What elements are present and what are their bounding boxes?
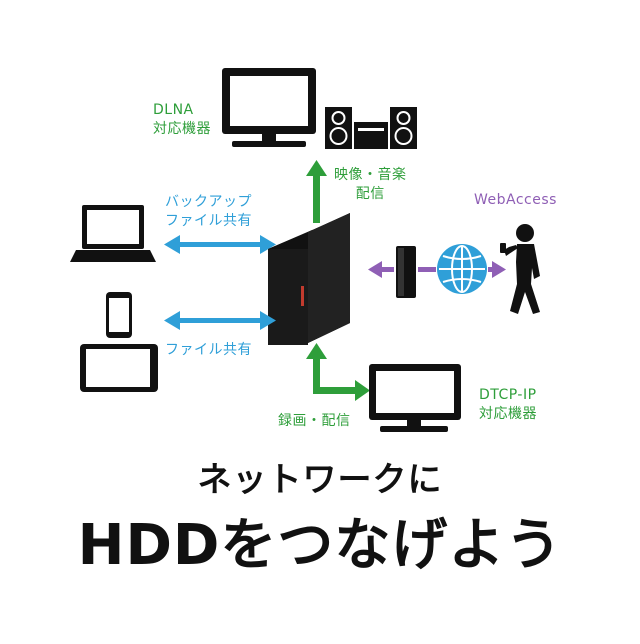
backup-arrow: [164, 235, 276, 254]
backup-label-line2: ファイル共有: [165, 212, 252, 231]
backup-label-line1: バックアップ: [165, 193, 252, 212]
video-music-label-line2: 配信: [334, 185, 407, 204]
dlna-label: DLNA 対応機器: [153, 101, 211, 139]
dlna-label-line2: 対応機器: [153, 120, 211, 139]
dtcp-tv-icon: [369, 364, 461, 432]
video-music-label-line1: 映像・音楽: [334, 166, 407, 185]
nas-hdd-icon: [268, 213, 350, 345]
speaker-system-icon: [325, 107, 417, 149]
recording-arrow: [306, 343, 370, 401]
file-share-arrow: [164, 311, 276, 330]
headline-line1: ネットワークに: [0, 452, 640, 501]
video-music-label: 映像・音楽 配信: [334, 166, 407, 204]
webaccess-label: WebAccess: [474, 191, 557, 210]
laptop-icon: [70, 205, 156, 262]
tablet-icon: [80, 344, 158, 392]
video-music-arrow: [306, 160, 327, 223]
backup-label: バックアップ ファイル共有: [165, 193, 252, 231]
dtcp-label: DTCP-IP 対応機器: [479, 386, 537, 424]
dlna-label-line1: DLNA: [153, 101, 211, 120]
recording-label: 録画・配信: [278, 412, 351, 431]
dlna-tv-icon: [222, 68, 316, 147]
person-icon: [500, 224, 540, 314]
file-share-label: ファイル共有: [165, 341, 252, 360]
dtcp-label-line2: 対応機器: [479, 405, 537, 424]
headline-line2: HDDをつなげよう: [0, 500, 640, 581]
smartphone-icon: [106, 292, 132, 338]
globe-icon: [437, 244, 487, 294]
router-icon: [396, 246, 416, 298]
dtcp-label-line1: DTCP-IP: [479, 386, 537, 405]
